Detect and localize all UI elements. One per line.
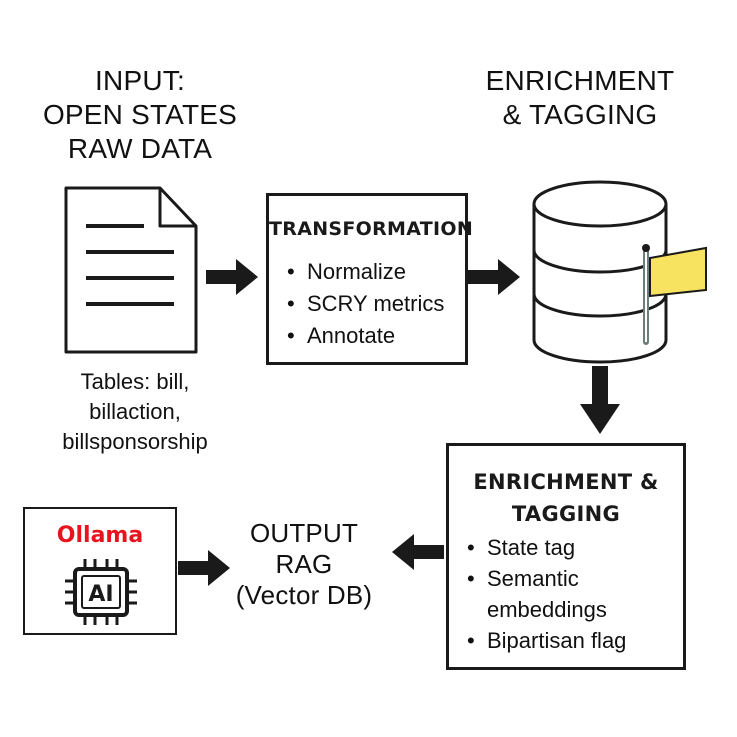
transformation-item-normalize: Normalize	[287, 256, 444, 288]
database-with-flag-icon	[532, 180, 707, 364]
arrow-ollama-to-output	[178, 550, 230, 586]
transformation-item-scry-metrics: SCRY metrics	[287, 288, 444, 320]
enrichment-heading-line-1: ENRICHMENT	[485, 65, 675, 96]
output-heading: OUTPUT RAG (Vector DB)	[214, 518, 394, 611]
tables-caption-line-3: billsponsorship	[62, 429, 208, 454]
output-heading-line-2: RAG	[275, 549, 333, 579]
input-heading-line-3: RAW DATA	[67, 133, 213, 164]
enrichment-heading-line-2: & TAGGING	[502, 99, 658, 130]
tables-caption-line-1: Tables: bill,	[80, 369, 190, 394]
enrichment-item-bipartisan-flag: Bipartisan flag	[467, 625, 672, 656]
transformation-title: TRANSFORMATION	[269, 218, 474, 240]
transformation-item-annotate: Annotate	[287, 320, 444, 352]
chip-label: AI	[88, 582, 113, 607]
enrichment-box: ENRICHMENT & TAGGING State tag Semantic …	[446, 443, 686, 670]
output-heading-line-3: (Vector DB)	[235, 580, 373, 610]
output-heading-line-1: OUTPUT	[249, 518, 359, 548]
ollama-box: Ollama AI	[23, 507, 177, 635]
transformation-list: Normalize SCRY metrics Annotate	[287, 256, 444, 352]
tables-caption-line-2: billaction,	[89, 399, 181, 424]
arrow-enrichment-to-output	[392, 534, 444, 570]
document-icon	[64, 186, 198, 354]
tables-caption: Tables: bill, billaction, billsponsorshi…	[30, 367, 240, 457]
transformation-box: TRANSFORMATION Normalize SCRY metrics An…	[266, 193, 474, 365]
arrow-database-to-enrichment	[580, 366, 620, 434]
flag-shape	[649, 246, 707, 298]
ai-chip-icon: AI	[65, 559, 137, 625]
enrichment-box-title-line-2: TAGGING	[511, 502, 621, 526]
ollama-logo: Ollama	[56, 523, 144, 548]
input-heading-line-2: OPEN STATES	[42, 99, 238, 130]
enrichment-item-state-tag: State tag	[467, 532, 672, 563]
input-heading-line-1: INPUT:	[95, 65, 185, 96]
enrichment-list: State tag Semantic embeddings Bipartisan…	[467, 532, 672, 656]
enrichment-item-semantic-embeddings: Semantic embeddings	[467, 563, 672, 625]
arrow-input-to-transformation	[206, 259, 258, 295]
enrichment-box-title: ENRICHMENT & TAGGING	[449, 466, 683, 530]
enrichment-box-title-line-1: ENRICHMENT &	[473, 470, 659, 494]
enrichment-heading: ENRICHMENT & TAGGING	[460, 64, 700, 132]
arrow-transformation-to-database	[468, 259, 520, 295]
input-heading: INPUT: OPEN STATES RAW DATA	[20, 64, 260, 166]
